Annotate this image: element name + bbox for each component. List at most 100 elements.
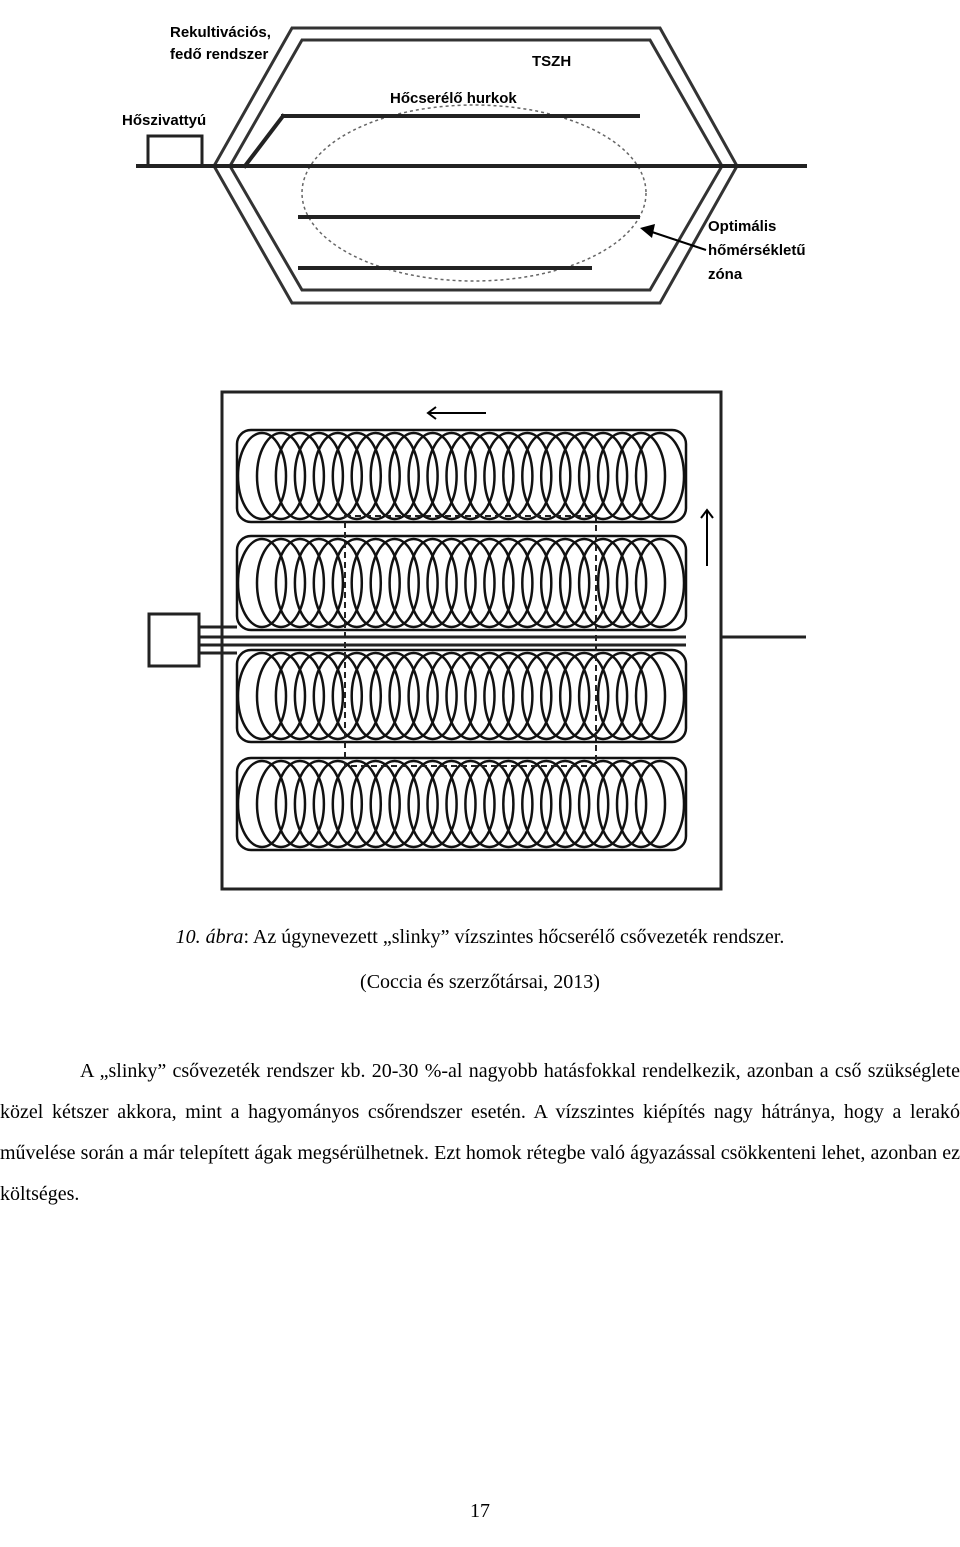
optimal-zone-rect bbox=[344, 515, 597, 767]
field-frame bbox=[220, 390, 723, 891]
coil-loop bbox=[255, 431, 307, 521]
figure-caption: 10. ábra: Az úgynevezett „slinky” vízszi… bbox=[0, 926, 960, 949]
coil-loop bbox=[615, 759, 667, 849]
coil-loop bbox=[407, 759, 458, 849]
coil-loop bbox=[331, 651, 383, 741]
coil-loop bbox=[615, 537, 667, 629]
heat-pump-box-plan bbox=[147, 612, 201, 668]
coil-loop bbox=[483, 651, 534, 741]
coil-loop bbox=[293, 537, 345, 629]
coil-loop bbox=[331, 537, 383, 629]
coil-loop bbox=[388, 651, 439, 741]
coil-loop bbox=[502, 431, 553, 521]
zone-pointer-line bbox=[651, 231, 707, 251]
coil-loop bbox=[521, 537, 572, 629]
coil-loop bbox=[369, 431, 420, 521]
coil-loop bbox=[558, 759, 610, 849]
optimal-zone-ellipse bbox=[301, 104, 647, 282]
body-paragraph: A „slinky” csővezeték rendszer kb. 20-30… bbox=[0, 1051, 960, 1215]
coil-loop bbox=[255, 759, 307, 849]
zone-label-line1: Optimális bbox=[708, 218, 776, 235]
coil-loop bbox=[483, 537, 534, 629]
heat-pump-label: Hőszivattyú bbox=[122, 112, 206, 129]
loops-label: Hőcserélő hurkok bbox=[390, 90, 517, 107]
coil-loop bbox=[445, 759, 496, 849]
coil-loop bbox=[502, 759, 553, 849]
coil-loop bbox=[634, 651, 686, 741]
coil-loop bbox=[445, 651, 496, 741]
body-paragraph-text: A „slinky” csővezeték rendszer kb. 20-30… bbox=[0, 1060, 960, 1205]
coil-loop bbox=[539, 759, 591, 849]
coil-loop bbox=[596, 537, 648, 629]
coil-loop bbox=[388, 537, 439, 629]
coil-loop bbox=[388, 431, 439, 521]
coil-loop bbox=[634, 759, 686, 849]
coil-loop bbox=[255, 537, 307, 629]
coil-loop bbox=[350, 537, 401, 629]
zone-label-line3: zóna bbox=[708, 266, 743, 283]
coil-loop bbox=[521, 759, 572, 849]
coil-loop bbox=[274, 537, 326, 629]
coil-loop bbox=[236, 431, 288, 521]
pointer-arrowhead bbox=[640, 224, 655, 238]
coil-loop bbox=[388, 759, 439, 849]
coil-loop bbox=[464, 759, 515, 849]
coil-loop bbox=[577, 651, 629, 741]
heat-pump-box bbox=[146, 134, 204, 168]
coil-loop bbox=[312, 537, 364, 629]
coil-loop bbox=[464, 431, 515, 521]
coil-loop bbox=[350, 431, 401, 521]
coil-loop bbox=[312, 431, 364, 521]
coil-loop bbox=[293, 431, 345, 521]
coil-loop bbox=[558, 651, 610, 741]
landfill-cross-section-figure: Rekultivációs,fedő rendszer TSZH Hőcseré… bbox=[122, 24, 807, 305]
coil-loop bbox=[312, 759, 364, 849]
coil-loop bbox=[521, 651, 572, 741]
coil-loop bbox=[274, 759, 326, 849]
svg-text:Rekultivációs,fedő rendszer: Rekultivációs,fedő rendszer bbox=[170, 24, 271, 63]
figure-number: 10. ábra bbox=[175, 926, 244, 948]
coil-loop bbox=[558, 537, 610, 629]
coil-loop bbox=[426, 759, 477, 849]
coil-loop bbox=[577, 759, 629, 849]
coil-loop bbox=[331, 759, 383, 849]
coil-loop bbox=[369, 759, 420, 849]
coil-loop bbox=[312, 651, 364, 741]
coil-loop bbox=[464, 537, 515, 629]
flow-arrow-up bbox=[700, 508, 714, 566]
flow-arrow-left bbox=[426, 406, 486, 420]
cover-label-line1: Rekultivációs, bbox=[170, 24, 271, 41]
coil-loop bbox=[350, 651, 401, 741]
coil-loop bbox=[445, 431, 496, 521]
coil-loop bbox=[293, 651, 345, 741]
zone-label-line2: hőmérsékletű bbox=[708, 242, 806, 259]
coil-loop bbox=[274, 651, 326, 741]
coil-loop bbox=[236, 537, 288, 629]
coil-loop bbox=[596, 759, 648, 849]
coil-loop bbox=[407, 651, 458, 741]
coil-loop bbox=[596, 431, 648, 521]
coil-loop bbox=[369, 651, 420, 741]
coil-loop bbox=[596, 651, 648, 741]
coil-loop bbox=[426, 651, 477, 741]
coil-loop bbox=[445, 537, 496, 629]
coil-loop bbox=[350, 759, 401, 849]
coil-loop bbox=[502, 651, 553, 741]
coil-loop bbox=[558, 431, 610, 521]
coil-loop bbox=[369, 537, 420, 629]
slinky-plan-view-figure bbox=[147, 390, 806, 891]
coil-loop bbox=[634, 537, 686, 629]
pipe-connector bbox=[242, 113, 286, 169]
coil-loop bbox=[255, 651, 307, 741]
coil-loop bbox=[539, 431, 591, 521]
coil-loop bbox=[615, 431, 667, 521]
coil-loop bbox=[483, 759, 534, 849]
coil-loop bbox=[539, 651, 591, 741]
page-number: 17 bbox=[470, 1500, 490, 1522]
coil-rows bbox=[235, 428, 688, 852]
coil-loop bbox=[407, 537, 458, 629]
coil-loop bbox=[521, 431, 572, 521]
coil-loop bbox=[615, 651, 667, 741]
coil-loop bbox=[634, 431, 686, 521]
